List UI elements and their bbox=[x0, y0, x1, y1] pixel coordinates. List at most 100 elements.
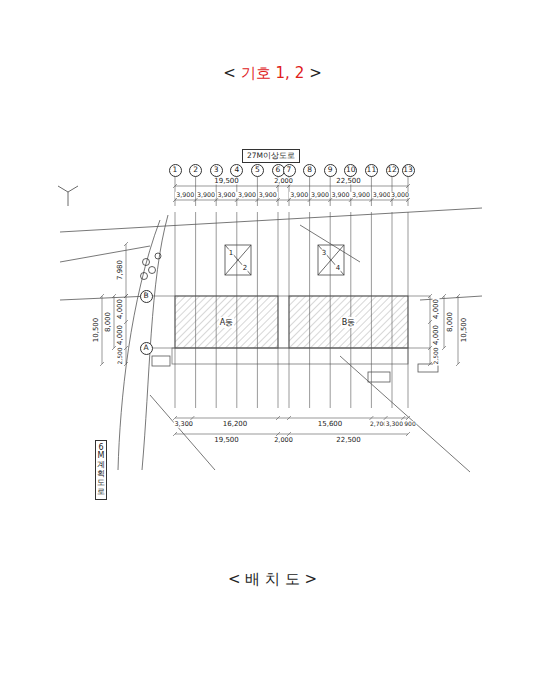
dim-tick bbox=[328, 198, 332, 202]
dimension-text: 8,000 bbox=[447, 311, 454, 333]
grid-line bbox=[289, 212, 290, 408]
dim-tick bbox=[287, 198, 291, 202]
dim-tick bbox=[190, 416, 194, 420]
dimension-text: 2,500 bbox=[433, 346, 439, 365]
grid-line bbox=[175, 212, 176, 408]
site-line bbox=[60, 296, 150, 300]
dim-tick bbox=[406, 432, 410, 436]
dimension-text: 19,500 bbox=[213, 437, 240, 444]
dim-tick bbox=[349, 198, 353, 202]
grid-number: A bbox=[143, 344, 148, 352]
dimension-text: 16,200 bbox=[222, 421, 249, 428]
dimension-text: 2,000 bbox=[273, 437, 294, 444]
dim-tick bbox=[173, 198, 177, 202]
dimension-line bbox=[430, 296, 431, 364]
dimension-text: 7,980 bbox=[117, 259, 124, 281]
grid-line bbox=[330, 212, 331, 408]
grid-bubble: 7 bbox=[283, 164, 296, 177]
dim-tick bbox=[173, 416, 177, 420]
core-number: 3 bbox=[321, 250, 327, 257]
dimension-line bbox=[126, 244, 127, 296]
dim-tick bbox=[124, 242, 128, 246]
dimension-line bbox=[114, 296, 115, 348]
grid-number: 10 bbox=[346, 166, 356, 174]
dimension-text: 3,900 bbox=[372, 192, 392, 198]
grid-bubble: 8 bbox=[303, 164, 316, 177]
dimension-text: 2,500 bbox=[117, 346, 123, 365]
dim-tick bbox=[173, 184, 177, 188]
grid-line bbox=[408, 212, 409, 408]
grid-number: 9 bbox=[328, 166, 333, 174]
grid-number: 6 bbox=[276, 166, 281, 174]
grid-bubble: 13 bbox=[402, 164, 415, 177]
core-number: 2 bbox=[242, 265, 248, 272]
dim-tick bbox=[456, 362, 460, 366]
dimension-text: 3,900 bbox=[196, 192, 216, 198]
core-number: 4 bbox=[335, 265, 341, 272]
grid-line bbox=[257, 212, 258, 408]
building-block: A동 bbox=[175, 296, 278, 348]
dimension-text: 2,000 bbox=[273, 178, 294, 185]
dimension-line bbox=[444, 296, 445, 348]
building-block: B동 bbox=[289, 296, 408, 348]
dimension-text: 3,900 bbox=[258, 192, 278, 198]
grid-line bbox=[371, 212, 372, 408]
site-line bbox=[60, 246, 150, 262]
grid-number: 5 bbox=[255, 166, 260, 174]
dim-tick bbox=[390, 198, 394, 202]
dim-tick bbox=[369, 198, 373, 202]
caption: < 배 치 도 > bbox=[0, 570, 545, 589]
dimension-text: 3,300 bbox=[385, 421, 404, 427]
grid-number: 13 bbox=[403, 166, 413, 174]
dimension-text: 3,900 bbox=[216, 192, 236, 198]
grid-number: 1 bbox=[173, 166, 178, 174]
grid-bubble: A bbox=[140, 342, 153, 355]
title: 기호 1, 2 bbox=[241, 64, 304, 82]
dim-tick bbox=[456, 294, 460, 298]
dimension-text: 4,000 bbox=[433, 298, 440, 320]
dim-tick bbox=[100, 294, 104, 298]
grid-bubble: 10 bbox=[344, 164, 357, 177]
dimension-text: 15,600 bbox=[317, 421, 344, 428]
dimension-line bbox=[458, 296, 459, 364]
grid-line bbox=[350, 212, 351, 408]
dim-tick bbox=[276, 198, 280, 202]
dim-tick bbox=[442, 346, 446, 350]
grid-bubble: 9 bbox=[324, 164, 337, 177]
grid-bubble: B bbox=[140, 290, 153, 303]
dim-tick bbox=[124, 362, 128, 366]
dimension-line bbox=[102, 296, 103, 364]
dimension-text: 22,500 bbox=[335, 178, 362, 185]
title-bracket: < bbox=[223, 64, 236, 82]
grid-bubble: 4 bbox=[230, 164, 243, 177]
dimension-text: 10,500 bbox=[93, 317, 100, 344]
dim-tick bbox=[287, 432, 291, 436]
grid-line bbox=[236, 212, 237, 408]
grid-bubble: 3 bbox=[210, 164, 223, 177]
dimension-text: 10,500 bbox=[461, 317, 468, 344]
core-number: 1 bbox=[228, 250, 234, 257]
grid-line bbox=[195, 212, 196, 408]
dim-tick bbox=[214, 198, 218, 202]
dim-tick bbox=[406, 184, 410, 188]
dim-tick bbox=[124, 320, 128, 324]
site-line bbox=[118, 220, 160, 470]
title-bracket: > bbox=[309, 64, 322, 82]
dimension-text: 4,000 bbox=[117, 298, 124, 320]
dim-tick bbox=[173, 432, 177, 436]
dim-tick bbox=[194, 198, 198, 202]
site-line bbox=[340, 356, 470, 472]
dim-tick bbox=[428, 320, 432, 324]
grid-number: 3 bbox=[214, 166, 219, 174]
dimension-line bbox=[126, 296, 127, 364]
building-b bbox=[289, 296, 408, 348]
dimension-text: 4,000 bbox=[433, 324, 440, 346]
dimension-line bbox=[175, 418, 408, 419]
grid-bubble: 5 bbox=[251, 164, 264, 177]
grid-line bbox=[309, 212, 310, 408]
dimension-text: 3,300 bbox=[173, 421, 194, 428]
dim-tick bbox=[276, 184, 280, 188]
site-line bbox=[150, 395, 215, 470]
dim-tick bbox=[308, 198, 312, 202]
